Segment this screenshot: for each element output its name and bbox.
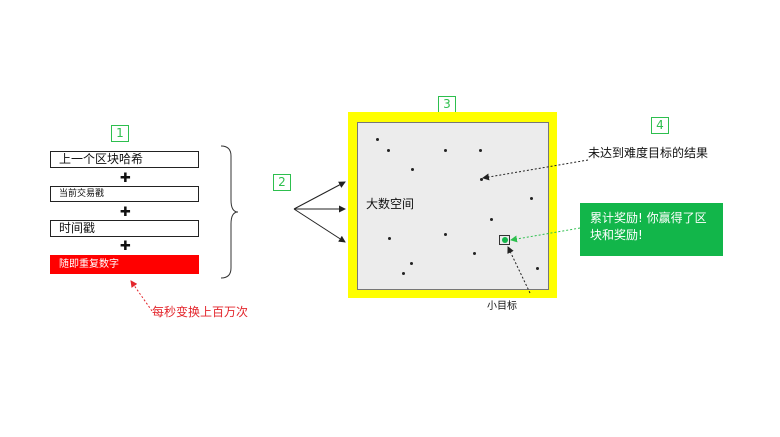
nonce-rate-annotation: 每秒变换上百万次 xyxy=(152,305,249,319)
hash-result-dot xyxy=(480,178,483,181)
hash-result-dot xyxy=(402,272,405,275)
miss-leader xyxy=(482,159,589,181)
plus-icon: ✚ xyxy=(120,205,131,220)
rate-leader xyxy=(130,280,153,312)
hash-result-dot xyxy=(388,237,391,240)
hash-result-dot xyxy=(490,218,493,221)
hash-result-dot xyxy=(530,197,533,200)
step-label-4: 4 xyxy=(651,117,669,134)
plus-icon: ✚ xyxy=(120,239,131,254)
arrow-to-space xyxy=(293,181,346,210)
target-dot xyxy=(502,237,508,243)
hash-result-dot xyxy=(473,252,476,255)
target-leader xyxy=(507,246,531,294)
step-label-2: 2 xyxy=(273,174,291,191)
hash-result-dot xyxy=(536,267,539,270)
plus-icon: ✚ xyxy=(120,171,131,186)
timestamp-field: 时间戳 xyxy=(50,220,199,237)
previous-block-hash-field: 上一个区块哈希 xyxy=(50,151,199,168)
hash-result-dot xyxy=(387,149,390,152)
hash-result-dot xyxy=(410,262,413,265)
hash-result-dot xyxy=(411,168,414,171)
reward-leader xyxy=(510,227,581,243)
hash-result-dot xyxy=(376,138,379,141)
hash-result-dot xyxy=(444,233,447,236)
arrow-to-space xyxy=(293,208,346,243)
hash-result-dot xyxy=(479,149,482,152)
step-label-1: 1 xyxy=(111,125,129,142)
number-space-label: 大数空间 xyxy=(366,197,415,211)
hash-result-dot xyxy=(444,149,447,152)
target-label: 小目标 xyxy=(487,301,517,312)
miss-annotation: 未达到难度目标的结果 xyxy=(588,146,709,160)
number-space xyxy=(357,122,549,290)
transaction-stamp-field: 当前交易戳 xyxy=(50,186,199,202)
nonce-field: 随即重复数字 xyxy=(50,255,199,274)
curly-brace xyxy=(220,145,239,279)
reward-box: 累计奖励! 你赢得了区块和奖励! xyxy=(580,203,723,256)
